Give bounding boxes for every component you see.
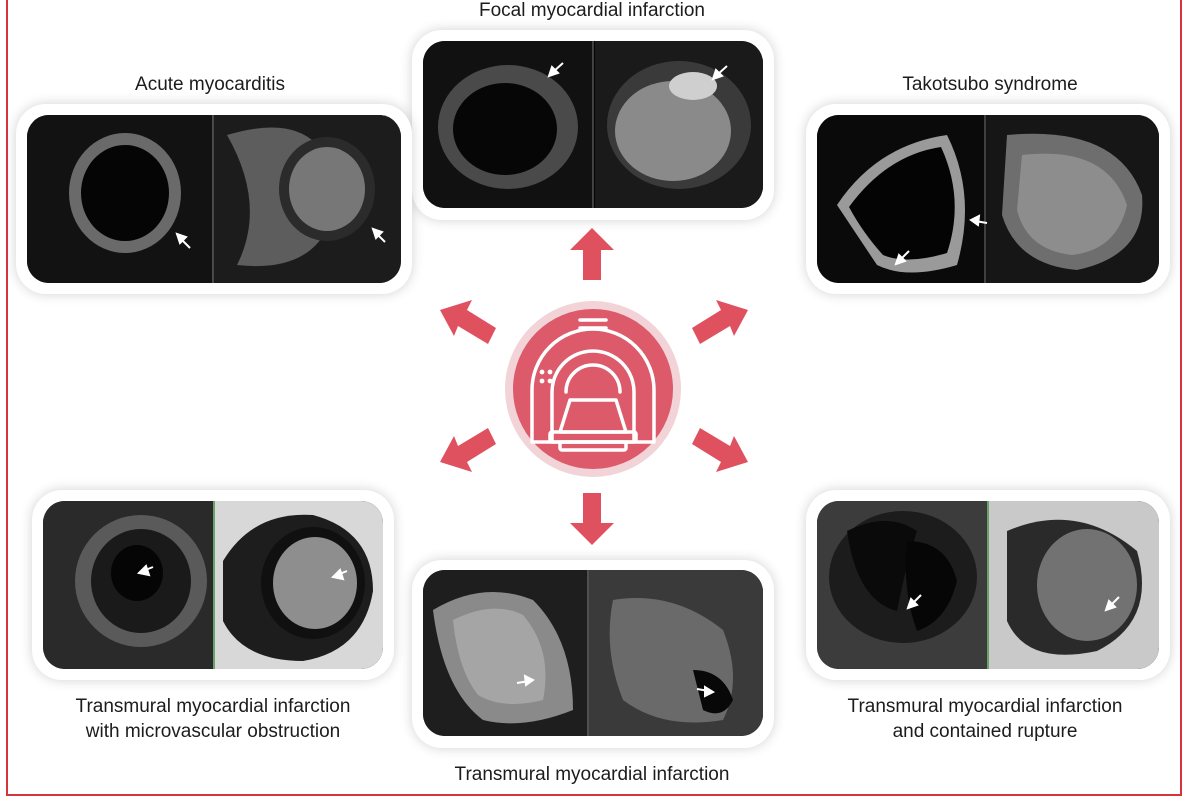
arrow-upper-right-icon: [692, 300, 748, 344]
card-acute-myocarditis: [16, 104, 412, 294]
arrow-lower-left-icon: [440, 428, 496, 472]
arrow-up-icon: [570, 228, 614, 280]
label-takotsubo: Takotsubo syndrome: [902, 74, 1078, 95]
arrow-down-icon: [570, 493, 614, 545]
mri-image-focal: [423, 41, 763, 208]
mri-image-rupture: [817, 501, 1159, 669]
label-acute-myocarditis: Acute myocarditis: [135, 74, 285, 95]
label-mvo-line2: with microvascular obstruction: [85, 721, 341, 742]
mri-image-myocarditis: [27, 115, 401, 283]
label-mvo-line1: Transmural myocardial infarction: [75, 696, 351, 717]
mri-image-takotsubo: [817, 115, 1159, 283]
pointer-arrow-icon: [547, 62, 564, 78]
arrow-upper-left-icon: [440, 300, 496, 344]
label-focal-infarction: Focal myocardial infarction: [479, 0, 705, 21]
card-takotsubo: [806, 104, 1170, 294]
label-rupture-line1: Transmural myocardial infarction: [847, 696, 1123, 717]
label-rupture-line2: and contained rupture: [892, 721, 1078, 742]
label-mvo: Transmural myocardial infarction with mi…: [30, 694, 396, 744]
card-focal-infarction: [412, 30, 774, 220]
arrow-lower-right-icon: [692, 428, 748, 472]
card-transmural: [412, 560, 774, 748]
card-mvo: [32, 490, 394, 680]
label-transmural-infarction: Transmural myocardial infarction: [454, 764, 730, 785]
mri-image-transmural: [423, 570, 763, 736]
mri-image-mvo: [43, 501, 383, 669]
card-rupture: [806, 490, 1170, 680]
mri-scanner-icon: [497, 293, 689, 485]
label-rupture: Transmural myocardial infarction and con…: [802, 694, 1168, 744]
